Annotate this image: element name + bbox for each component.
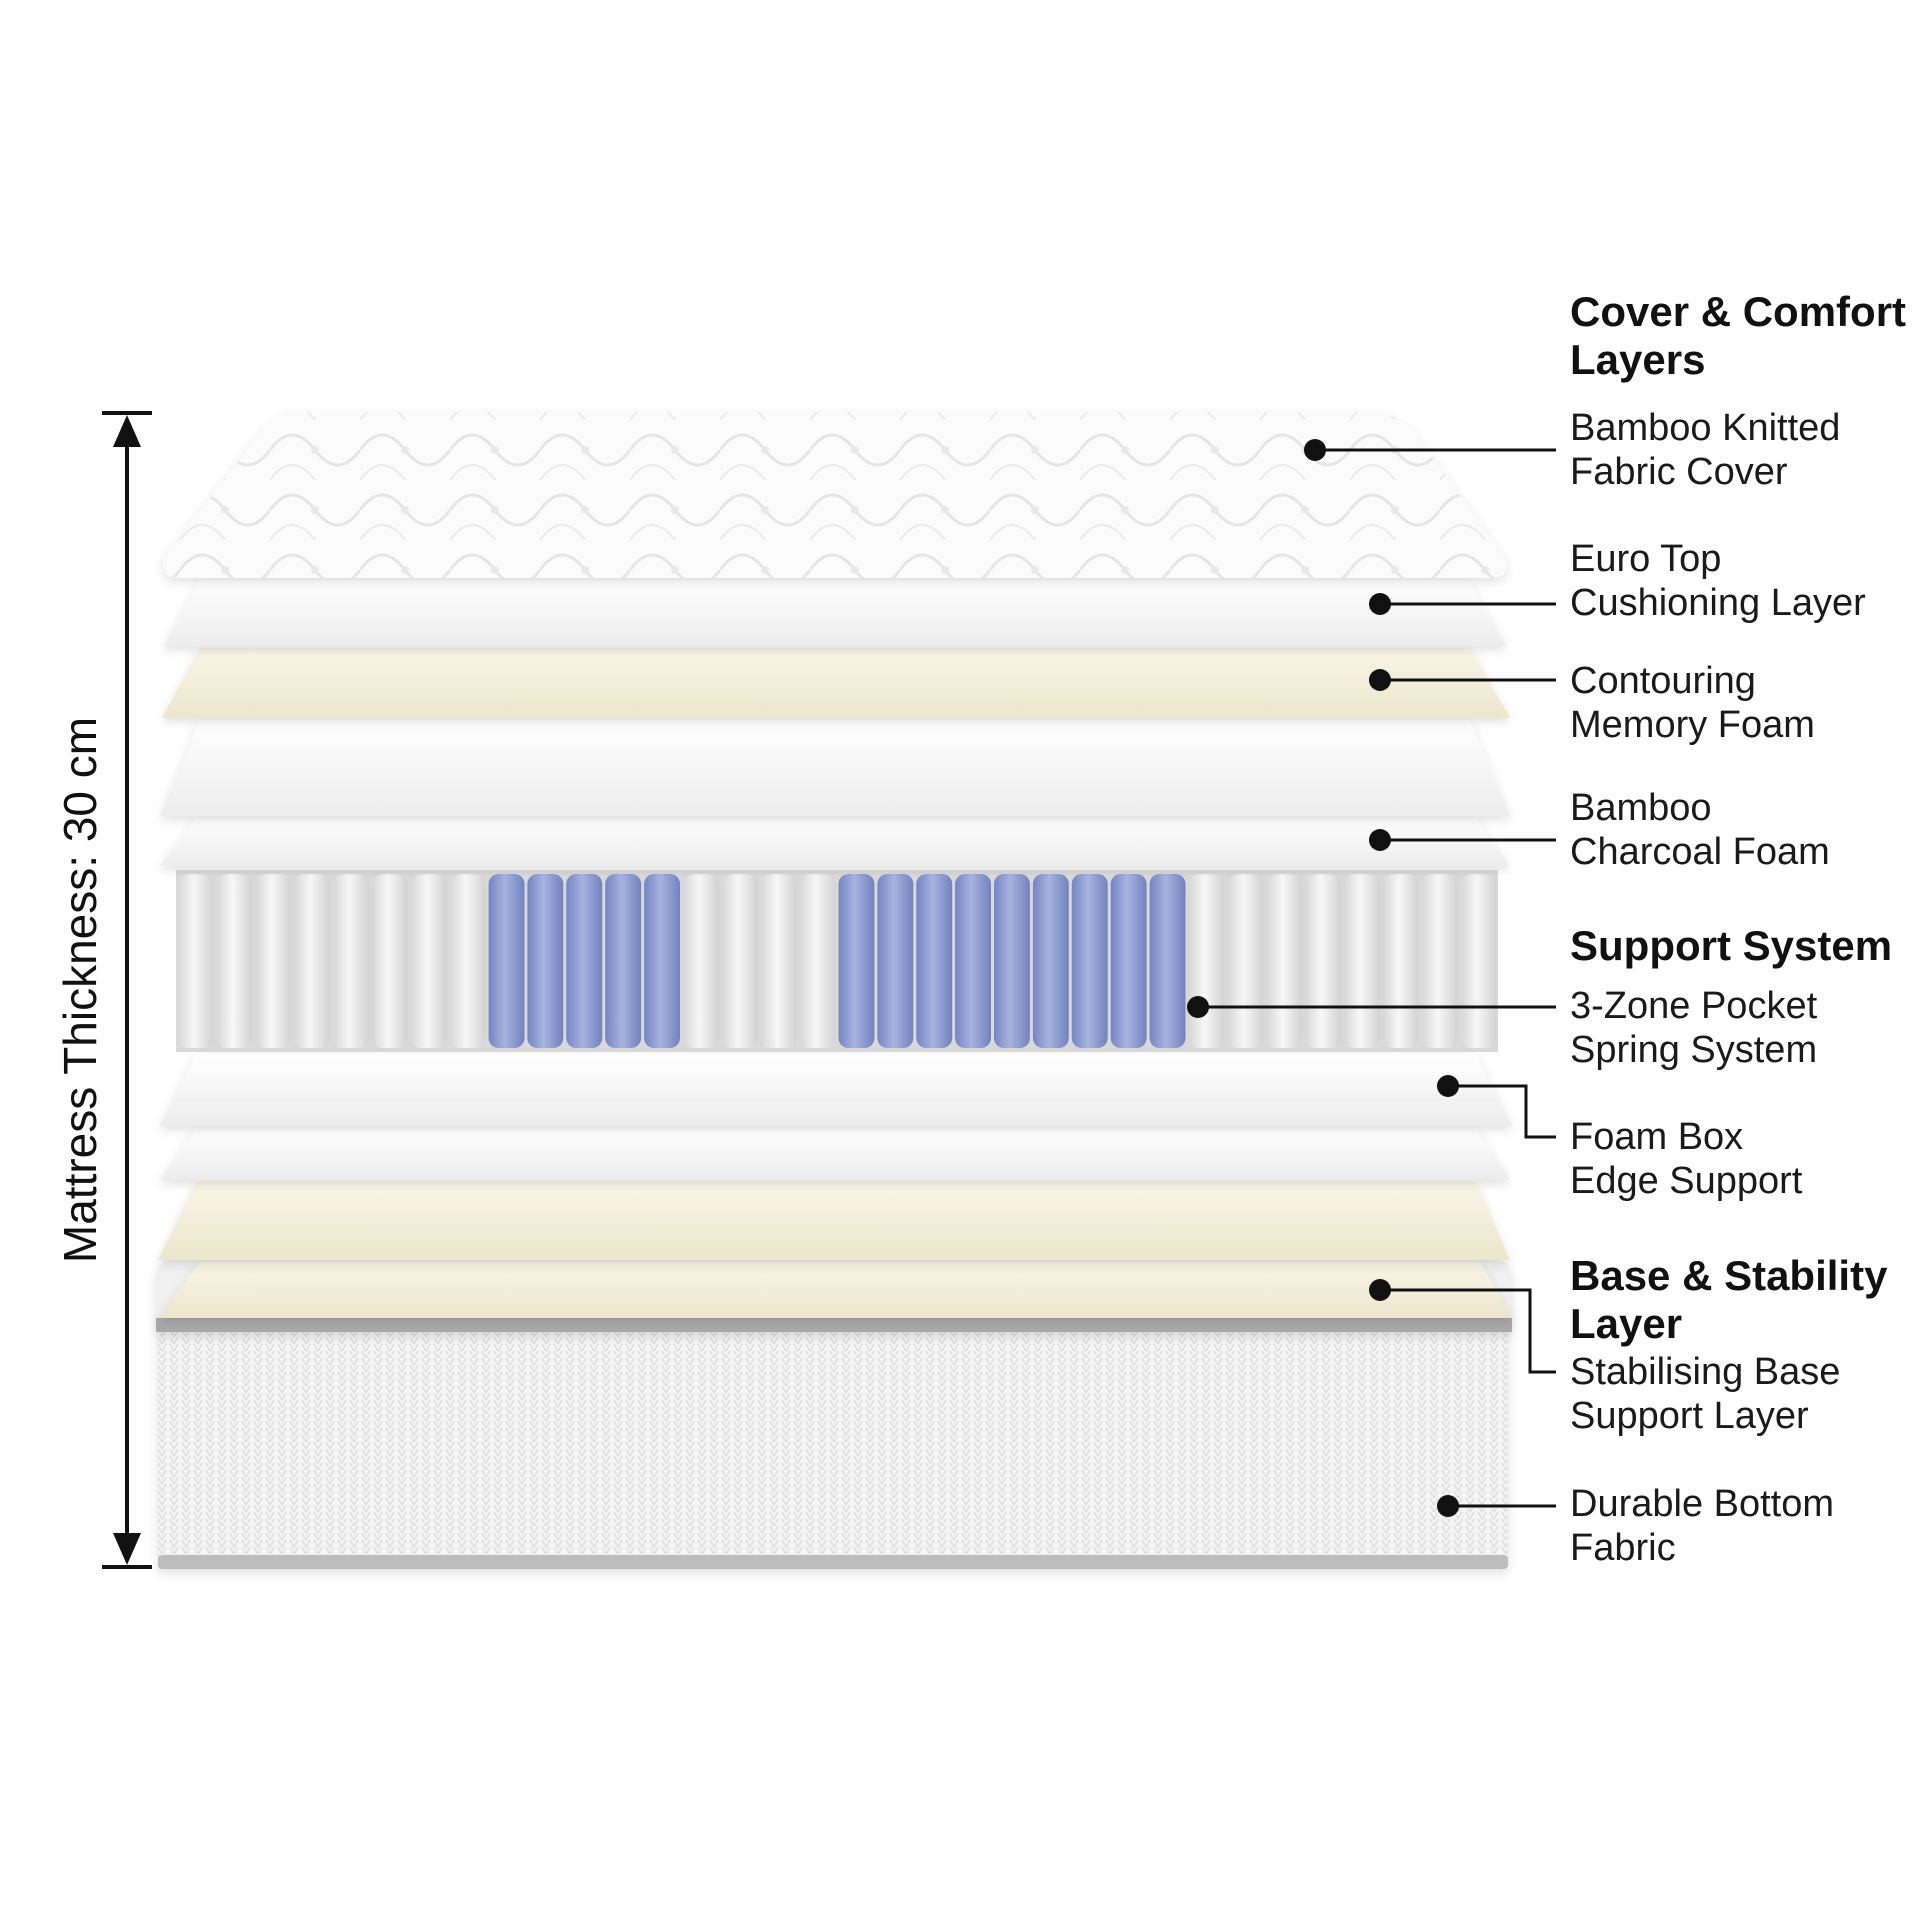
- spring-coil-firm: [566, 874, 603, 1048]
- label-foam-box: Foam Box Edge Support: [1570, 1115, 1802, 1203]
- spring-coil: [410, 874, 447, 1048]
- spring-coil: [333, 874, 369, 1048]
- leader-lines: [1198, 448, 1556, 1508]
- layer-bottom-fabric: [158, 1318, 1508, 1569]
- label-memory-foam-line2: Memory Foam: [1570, 704, 1815, 746]
- leader-dots: [1187, 439, 1459, 1517]
- spring-coil-firm: [1032, 874, 1069, 1048]
- label-pocket-spring: 3-Zone Pocket Spring System: [1570, 984, 1817, 1072]
- heading-base-line1: Base & Stability: [1570, 1252, 1888, 1299]
- label-foam-box-line2: Edge Support: [1570, 1160, 1803, 1202]
- spring-coil-firm: [916, 874, 953, 1048]
- spring-coil-firm: [1071, 874, 1108, 1048]
- layer-memory-foam: [162, 648, 1510, 718]
- layer-euro-top: [164, 580, 1506, 646]
- layer-top-cover: [163, 412, 1507, 578]
- spring-coil: [449, 874, 486, 1048]
- spring-coil: [683, 874, 719, 1048]
- spring-coil-firm: [488, 874, 525, 1048]
- label-bamboo-cover-line2: Fabric Cover: [1570, 451, 1788, 493]
- heading-support-line1: Support System: [1570, 922, 1893, 969]
- spring-coil: [799, 874, 836, 1048]
- label-pocket-spring-line1: 3-Zone Pocket: [1570, 985, 1818, 1027]
- spring-coil: [255, 874, 292, 1048]
- heading-cover-comfort: Cover & Comfort Layers: [1570, 288, 1906, 384]
- spring-coil: [294, 874, 330, 1048]
- label-bottom-fabric: Durable Bottom Fabric: [1570, 1482, 1834, 1570]
- label-memory-foam: Contouring Memory Foam: [1570, 659, 1815, 747]
- label-base-layer: Stabilising Base Support Layer: [1570, 1350, 1840, 1438]
- spring-coil: [371, 874, 408, 1048]
- spring-coil: [760, 874, 797, 1048]
- spring-coil-firm: [994, 874, 1030, 1048]
- layer-stabilising-base: [158, 1262, 1512, 1318]
- layer-foam-box: [160, 1054, 1512, 1126]
- heading-base-line2: Layer: [1570, 1300, 1683, 1347]
- spring-coil-firm: [1149, 874, 1186, 1048]
- label-foam-box-line1: Foam Box: [1570, 1116, 1744, 1158]
- heading-base-stability: Base & Stability Layer: [1570, 1252, 1887, 1348]
- spring-coil: [1188, 874, 1225, 1048]
- spring-coil-firm: [955, 874, 991, 1048]
- layer-charcoal-foam: [160, 818, 1510, 866]
- label-euro-top: Euro Top Cushioning Layer: [1570, 537, 1866, 625]
- spring-coil: [1305, 874, 1341, 1048]
- label-base-layer-line1: Stabilising Base: [1570, 1351, 1841, 1393]
- layer-foam-lower: [160, 1128, 1510, 1180]
- label-bottom-fabric-line2: Fabric: [1570, 1527, 1676, 1569]
- heading-cover-comfort-line2: Layers: [1570, 336, 1706, 383]
- layer-cream-foam: [158, 1182, 1510, 1260]
- layer-white-foam: [160, 720, 1510, 816]
- spring-coil-firm: [838, 874, 875, 1048]
- label-bamboo-cover-line1: Bamboo Knitted: [1570, 407, 1841, 449]
- spring-coil: [1382, 874, 1419, 1048]
- heading-support-system: Support System: [1570, 922, 1892, 970]
- spring-coil: [177, 874, 214, 1048]
- spring-coil: [1460, 874, 1497, 1048]
- spring-coil-firm: [877, 874, 914, 1048]
- label-bamboo-cover: Bamboo Knitted Fabric Cover: [1570, 406, 1840, 494]
- label-charcoal-foam-line1: Bamboo: [1570, 787, 1712, 829]
- thickness-arrow: [102, 411, 152, 1569]
- heading-cover-comfort-line1: Cover & Comfort: [1570, 288, 1907, 335]
- spring-coil: [1227, 874, 1264, 1048]
- label-euro-top-line1: Euro Top: [1570, 538, 1722, 580]
- label-pocket-spring-line2: Spring System: [1570, 1029, 1818, 1071]
- label-base-layer-line2: Support Layer: [1570, 1395, 1809, 1437]
- spring-coil-firm: [644, 874, 680, 1048]
- pocket-springs: [176, 870, 1498, 1052]
- label-charcoal-foam-line2: Charcoal Foam: [1570, 831, 1830, 873]
- spring-coil-firm: [1110, 874, 1147, 1048]
- spring-coil: [1344, 874, 1380, 1048]
- spring-coil: [1266, 874, 1303, 1048]
- spring-coil-firm: [527, 874, 564, 1048]
- spring-coil-firm: [605, 874, 642, 1048]
- label-euro-top-line2: Cushioning Layer: [1570, 582, 1866, 624]
- label-charcoal-foam: Bamboo Charcoal Foam: [1570, 786, 1830, 874]
- spring-coil: [1421, 874, 1458, 1048]
- thickness-label: Mattress Thickness: 30 cm: [54, 716, 106, 1264]
- label-memory-foam-line1: Contouring: [1570, 660, 1756, 702]
- spring-coil: [216, 874, 253, 1048]
- label-bottom-fabric-line1: Durable Bottom: [1570, 1483, 1835, 1525]
- spring-coil: [721, 874, 758, 1048]
